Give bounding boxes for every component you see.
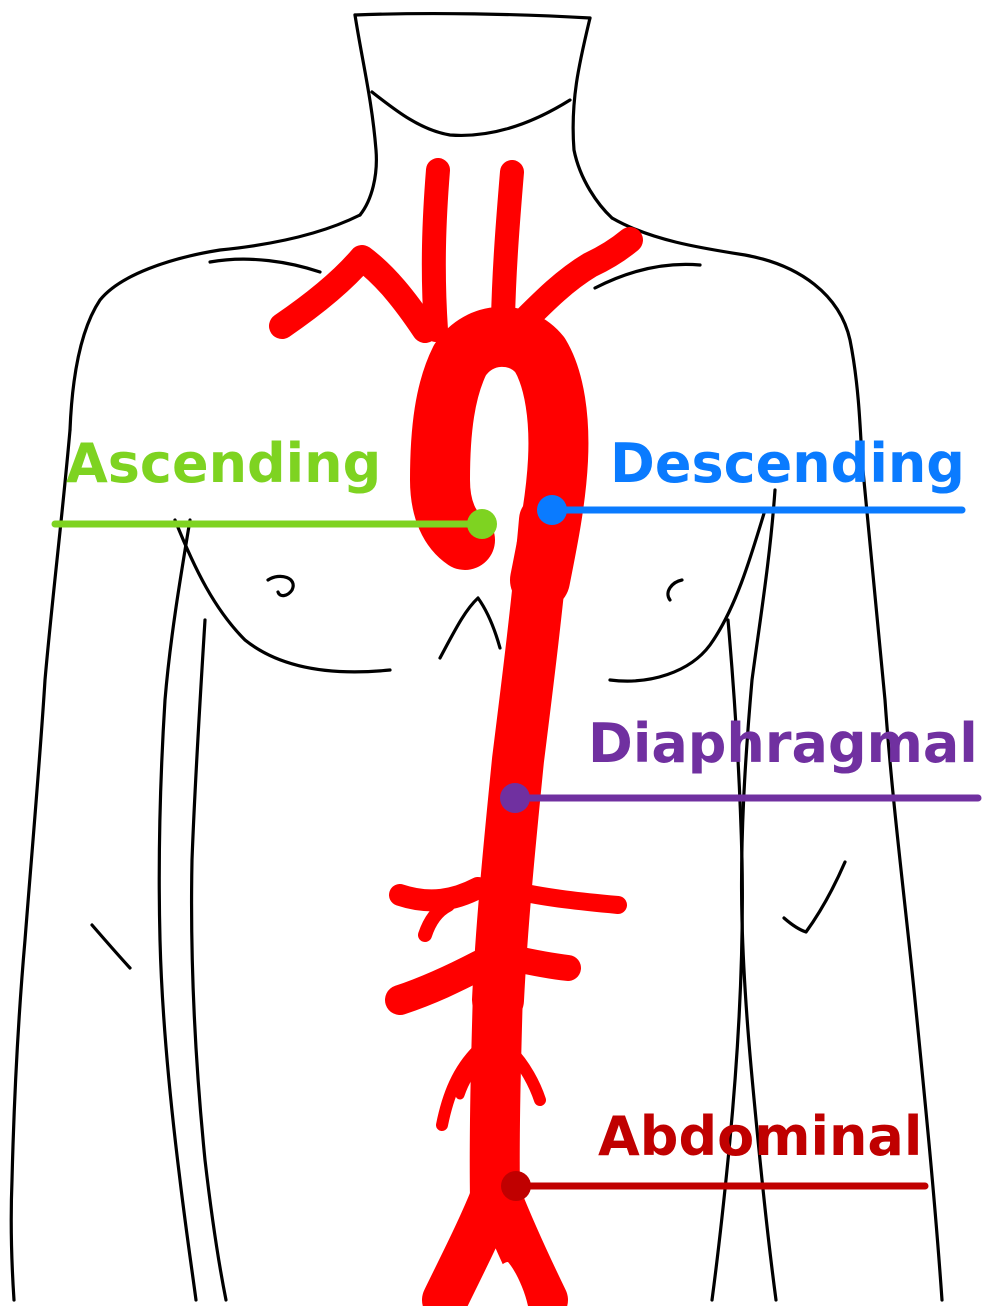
abdominal-annotation: Abdominal	[501, 1105, 925, 1201]
descending-annotation: Descending	[537, 432, 965, 525]
right-elbow-crease	[784, 862, 845, 932]
left-clavicle	[210, 259, 320, 272]
ascending-marker	[467, 509, 497, 539]
abdominal-marker	[501, 1171, 531, 1201]
left-elbow-crease	[92, 925, 130, 968]
diaphragmal-label: Diaphragmal	[588, 712, 978, 775]
left-arm-outer	[11, 430, 70, 1300]
renal-artery-left	[400, 965, 480, 1000]
renal-artery-right	[512, 958, 568, 968]
diaphragmal-annotation: Diaphragmal	[500, 712, 978, 813]
left-torso-side	[192, 620, 226, 1300]
descending-label: Descending	[610, 432, 965, 495]
ascending-label: Ascending	[66, 432, 381, 495]
aorta	[282, 170, 630, 1306]
sternum-notch	[440, 598, 500, 658]
jawline	[372, 92, 570, 135]
left-carotid-artery	[503, 172, 512, 320]
diaphragmal-marker	[500, 783, 530, 813]
descending-marker	[537, 495, 567, 525]
right-shoulder	[612, 218, 862, 460]
left-nipple	[268, 576, 293, 595]
right-arm-inner	[742, 490, 776, 1300]
right-carotid-artery	[434, 170, 438, 330]
celiac-branch-left	[400, 888, 478, 900]
left-subclavian-artery	[520, 240, 630, 325]
right-arm-outer	[862, 460, 942, 1300]
arch-inner-gap	[475, 402, 515, 520]
right-subclavian-artery	[282, 258, 425, 330]
descending-aorta	[498, 520, 545, 1000]
neck-right-edge	[573, 18, 612, 218]
neck-top	[355, 14, 590, 18]
left-shoulder	[70, 215, 360, 430]
right-pectoral	[610, 510, 765, 681]
abdominal-label: Abdominal	[598, 1105, 922, 1168]
right-nipple	[668, 580, 682, 600]
neck-left-edge	[355, 15, 376, 215]
abdominal-aorta	[495, 990, 498, 1200]
